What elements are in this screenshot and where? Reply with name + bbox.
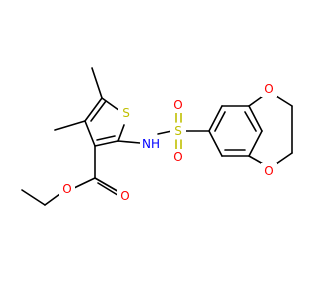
bond	[248, 95, 264, 107]
bond	[244, 111, 257, 132]
sulfonyl-oxygen-top-label: O	[173, 98, 182, 112]
bond	[90, 100, 107, 122]
molecule-structure: S NH S O O O O O O	[21, 67, 293, 206]
amine-nh-label: NH	[142, 137, 160, 151]
bond	[117, 124, 125, 142]
label-bg	[170, 123, 186, 139]
bond	[44, 193, 61, 206]
label-bg	[59, 181, 75, 197]
bond	[94, 177, 122, 194]
label-bg	[140, 136, 162, 152]
methyl-bond	[54, 120, 86, 131]
bond	[96, 135, 116, 141]
label-bg	[170, 97, 186, 113]
thiophene-ring	[84, 97, 125, 147]
ester-ether-oxygen-label: O	[62, 182, 71, 196]
bond	[84, 120, 96, 147]
sulfonyl-group	[175, 111, 210, 151]
bond	[117, 140, 141, 144]
dioxane-ring	[248, 95, 293, 165]
bond	[248, 155, 264, 165]
bond	[84, 97, 103, 122]
label-bg	[261, 163, 277, 179]
bond	[208, 105, 223, 132]
bond	[157, 130, 173, 135]
bond	[21, 189, 46, 206]
bond	[275, 152, 293, 165]
label-bg	[261, 81, 277, 97]
dioxane-oxygen-top-label: O	[264, 82, 273, 96]
bond	[275, 95, 293, 107]
thiophene-sulfur-label: S	[122, 106, 130, 120]
label-bg	[117, 188, 133, 204]
bond	[73, 177, 96, 189]
label-bg	[118, 105, 134, 121]
ester-carbonyl-oxygen-label: O	[120, 189, 129, 203]
dioxane-oxygen-bottom-label: O	[264, 164, 273, 178]
bond	[248, 105, 263, 132]
atom-labels: S NH S O O O O O O	[59, 81, 277, 204]
bond	[94, 140, 119, 147]
benzene-ring	[208, 105, 263, 157]
bond	[214, 111, 226, 132]
bond	[248, 130, 263, 157]
label-bg	[170, 149, 186, 165]
methyl-bond	[91, 67, 103, 99]
sulfonyl-sulfur-label: S	[174, 124, 182, 138]
sulfonyl-oxygen-bottom-label: O	[173, 150, 182, 164]
bond	[208, 130, 223, 157]
